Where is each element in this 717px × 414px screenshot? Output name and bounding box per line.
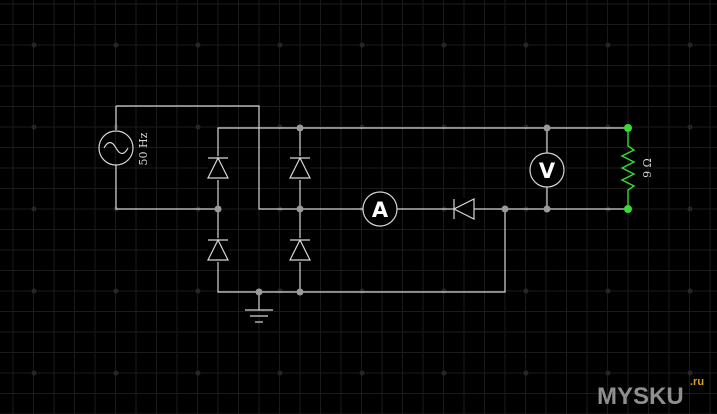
grid-dot: [31, 42, 37, 48]
resistor-label: 9 Ω: [641, 158, 654, 178]
grid-dot: [195, 42, 201, 48]
grid-dot: [605, 288, 611, 294]
ac-source-icon: [103, 141, 129, 155]
grid-dot: [359, 42, 365, 48]
grid-dot: [359, 370, 365, 376]
grid-dot: [277, 370, 283, 376]
grid-dot: [523, 288, 529, 294]
watermark: MYSKU .ru: [597, 376, 704, 410]
grid-dot: [441, 288, 447, 294]
diode-series[interactable]: [450, 198, 476, 220]
resistor-icon: [620, 128, 636, 209]
grid-dot: [277, 124, 283, 130]
grid-dot: [687, 206, 693, 212]
ammeter-label: A: [372, 198, 389, 222]
bridge-rectifier[interactable]: [207, 127, 628, 310]
grid-dot: [605, 42, 611, 48]
ground-symbol: [245, 309, 273, 323]
grid-dot: [523, 124, 529, 130]
grid-dot: [687, 42, 693, 48]
grid-dot: [605, 124, 611, 130]
grid-dot: [31, 124, 37, 130]
junction-node[interactable]: [501, 205, 509, 213]
grid-dot: [195, 288, 201, 294]
junction-nodes: [214, 124, 551, 296]
grid-dot: [113, 42, 119, 48]
grid-dot: [113, 288, 119, 294]
junction-node[interactable]: [296, 288, 304, 296]
grid-dot: [359, 288, 365, 294]
grid-dot: [523, 370, 529, 376]
junction-node[interactable]: [543, 124, 551, 132]
grid-dot: [605, 370, 611, 376]
junction-node[interactable]: [296, 124, 304, 132]
grid-dot: [31, 206, 37, 212]
ammeter[interactable]: A: [362, 191, 398, 227]
diode-left-top: [207, 156, 229, 180]
diode-right-bottom: [289, 238, 311, 262]
grid-dot: [687, 124, 693, 130]
grid-dot: [441, 42, 447, 48]
watermark-suffix: .ru: [690, 376, 704, 388]
junction-node[interactable]: [543, 205, 551, 213]
resistor-terminal-bottom[interactable]: [624, 205, 632, 213]
grid-dot: [687, 288, 693, 294]
grid-dot: [31, 288, 37, 294]
grid-dot: [195, 124, 201, 130]
diode-left-bottom: [207, 238, 229, 262]
grid-dot: [277, 42, 283, 48]
source-label: 50 Hz: [137, 132, 150, 165]
ac-source[interactable]: 50 Hz: [98, 105, 300, 210]
grid-dot: [359, 124, 365, 130]
resistor[interactable]: 9 Ω: [620, 124, 654, 213]
voltmeter[interactable]: V: [529, 152, 565, 188]
grid-dot: [195, 370, 201, 376]
voltmeter-label: V: [539, 159, 556, 183]
grid-dot: [687, 370, 693, 376]
grid-dot: [441, 370, 447, 376]
diode-right-top: [289, 156, 311, 180]
watermark-text: MYSKU: [597, 383, 684, 410]
junction-node[interactable]: [296, 205, 304, 213]
resistor-terminal-top[interactable]: [624, 124, 632, 132]
junction-node[interactable]: [255, 288, 263, 296]
grid-dot: [523, 42, 529, 48]
grid-dot: [277, 288, 283, 294]
grid-dot: [113, 370, 119, 376]
grid-dot: [441, 124, 447, 130]
junction-node[interactable]: [214, 205, 222, 213]
grid-dot: [31, 370, 37, 376]
